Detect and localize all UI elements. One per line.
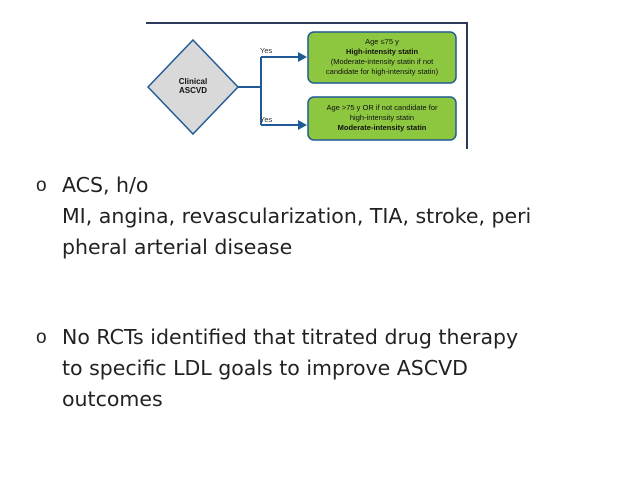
bullet-line: MI, angina, revascularization, TIA, stro… xyxy=(62,204,532,228)
bullet-text: ACS, h/o MI, angina, revascularization, … xyxy=(62,170,616,263)
diamond-label-line-2: ASCVD xyxy=(179,86,207,95)
bullet-text: No RCTs identified that titrated drug th… xyxy=(62,322,616,415)
upper-box-line-2: High-intensity statin xyxy=(346,47,419,56)
upper-box-line-1: Age ≤75 y xyxy=(365,37,399,46)
bullet-item-ascvd-definition: o ACS, h/o MI, angina, revascularization… xyxy=(36,170,616,263)
lower-branch-yes-label: Yes xyxy=(260,115,272,124)
bullet-marker: o xyxy=(36,327,47,348)
bullet-line: ACS, h/o xyxy=(62,173,149,197)
upper-branch-arrowhead xyxy=(298,52,307,62)
upper-box-line-3: (Moderate-intensity statin if not xyxy=(331,57,434,66)
bullet-line: No RCTs identified that titrated drug th… xyxy=(62,325,519,349)
bullet-item-rct-evidence: o No RCTs identified that titrated drug … xyxy=(36,322,616,415)
statin-flowchart: Clinical ASCVD Yes Yes Age ≤75 y High-in… xyxy=(146,22,468,149)
lower-branch-arrowhead xyxy=(298,120,307,130)
bullet-line: outcomes xyxy=(62,387,163,411)
lower-box-line-1: Age >75 y OR if not candidate for xyxy=(326,103,438,112)
bullet-line: pheral arterial disease xyxy=(62,235,293,259)
moderate-intensity-statin-box xyxy=(307,96,457,141)
upper-box-line-4: candidate for high-intensity statin) xyxy=(326,67,439,76)
lower-box-line-3: Moderate-intensity statin xyxy=(338,123,427,132)
bullet-marker: o xyxy=(36,175,47,196)
lower-box-line-2: high-intensity statin xyxy=(350,113,414,122)
upper-branch-yes-label: Yes xyxy=(260,46,272,55)
high-intensity-statin-box xyxy=(307,31,457,84)
bullet-line: to specific LDL goals to improve ASCVD xyxy=(62,356,468,380)
clinical-ascvd-diamond xyxy=(146,38,240,136)
diamond-label-line-1: Clinical xyxy=(179,77,207,86)
